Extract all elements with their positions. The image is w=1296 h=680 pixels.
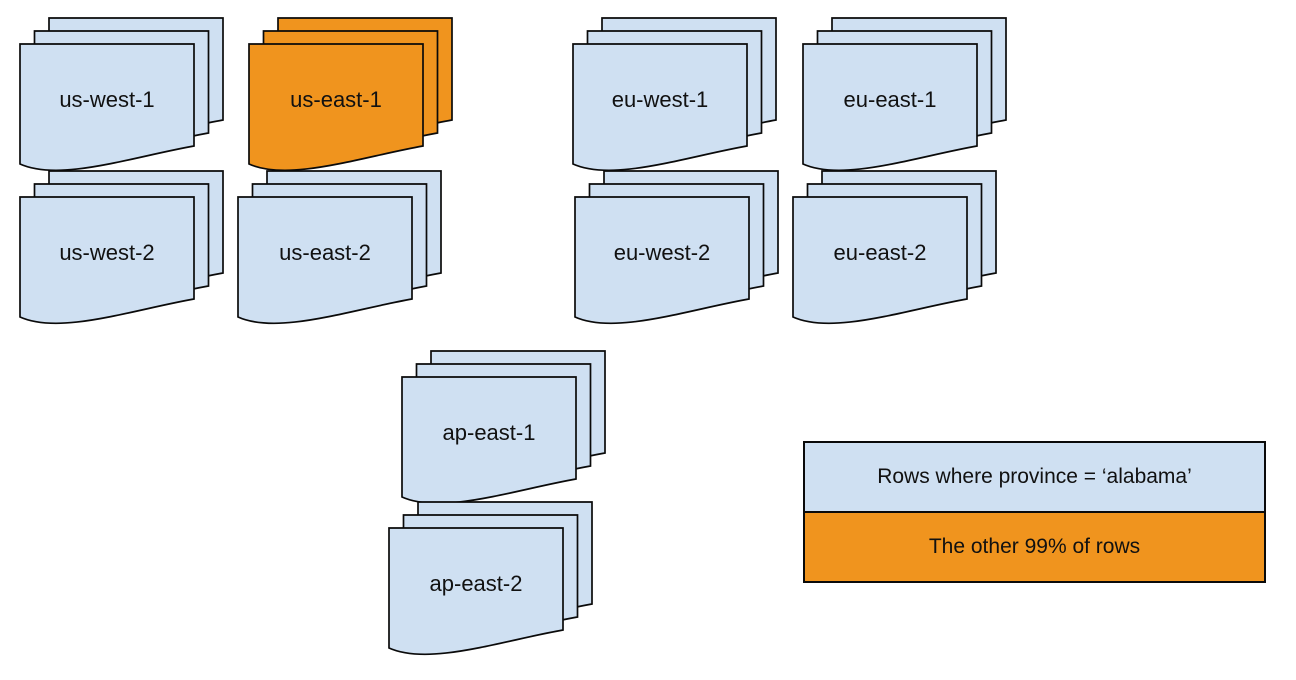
region-stack-eu-west-2: eu-west-2	[574, 170, 780, 328]
region-label: eu-east-1	[844, 87, 937, 112]
region-stack-us-east-1: us-east-1	[248, 17, 454, 175]
region-label: us-west-2	[59, 240, 154, 265]
region-stack-eu-west-1: eu-west-1	[572, 17, 778, 175]
document-stack-icon: eu-west-2	[574, 170, 779, 325]
document-stack-icon: us-east-2	[237, 170, 442, 325]
region-stack-ap-east-1: ap-east-1	[401, 350, 607, 508]
region-label: us-east-2	[279, 240, 371, 265]
legend-row-alabama: Rows where province = ‘alabama’	[805, 443, 1264, 511]
region-label: ap-east-1	[443, 420, 536, 445]
document-stack-icon: ap-east-2	[388, 501, 593, 656]
region-label: eu-west-2	[614, 240, 711, 265]
legend: Rows where province = ‘alabama’ The othe…	[803, 441, 1266, 583]
region-stack-us-west-2: us-west-2	[19, 170, 225, 328]
region-stack-ap-east-2: ap-east-2	[388, 501, 594, 659]
legend-label-alabama: Rows where province = ‘alabama’	[877, 465, 1192, 488]
document-stack-icon: eu-east-2	[792, 170, 997, 325]
legend-label-other-rows: The other 99% of rows	[928, 535, 1141, 558]
legend-row-other-rows: The other 99% of rows	[805, 511, 1264, 581]
region-label: eu-west-1	[612, 87, 709, 112]
region-stack-eu-east-1: eu-east-1	[802, 17, 1008, 175]
region-label: ap-east-2	[430, 571, 523, 596]
region-stack-us-west-1: us-west-1	[19, 17, 225, 175]
document-stack-icon: eu-east-1	[802, 17, 1007, 172]
region-stack-eu-east-2: eu-east-2	[792, 170, 998, 328]
region-label: us-east-1	[290, 87, 382, 112]
document-stack-icon: us-east-1	[248, 17, 453, 172]
document-stack-icon: us-west-1	[19, 17, 224, 172]
document-stack-icon: eu-west-1	[572, 17, 777, 172]
region-label: eu-east-2	[834, 240, 927, 265]
document-stack-icon: us-west-2	[19, 170, 224, 325]
document-stack-icon: ap-east-1	[401, 350, 606, 505]
region-stack-us-east-2: us-east-2	[237, 170, 443, 328]
region-label: us-west-1	[59, 87, 154, 112]
